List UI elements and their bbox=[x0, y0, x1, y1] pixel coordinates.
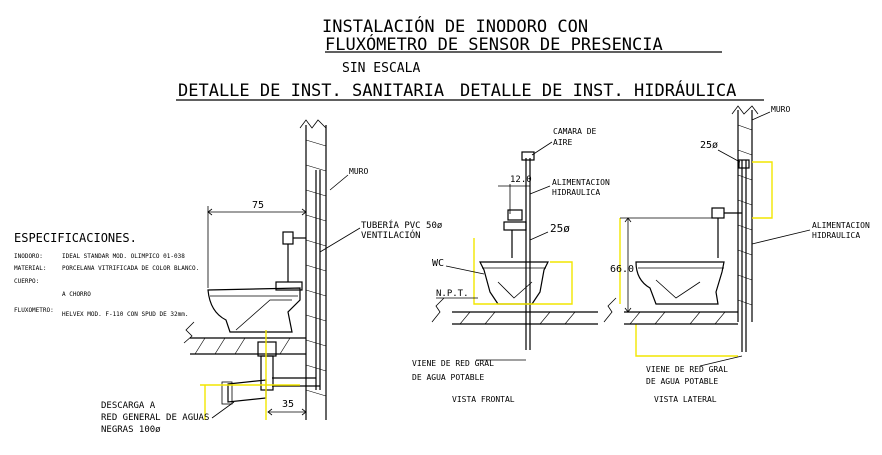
sanitary-detail: 75 35 MURO TUBERÍA PVC 50ø VENTILACIÓN D… bbox=[101, 119, 443, 435]
alim-front-label-2: HIDRAULICA bbox=[552, 188, 600, 197]
muro-lateral-label: MURO bbox=[771, 105, 790, 114]
viene-lateral-label-2: DE AGUA POTABLE bbox=[646, 377, 718, 386]
viene-front-label-2: DE AGUA POTABLE bbox=[412, 373, 484, 382]
ventilation-label: VENTILACIÓN bbox=[361, 229, 421, 241]
caption-lateral: VISTA LATERAL bbox=[654, 395, 717, 404]
pvc-leader bbox=[319, 227, 361, 253]
floor-lateral bbox=[624, 311, 738, 325]
dim-66-label: 66.0 bbox=[610, 264, 634, 275]
yellow-lateral-top bbox=[752, 161, 773, 219]
wc-label: WC bbox=[432, 258, 444, 269]
dim-35-label: 35 bbox=[282, 399, 294, 410]
spec-label: MATERIAL: bbox=[14, 265, 47, 272]
yellow-center-lines bbox=[200, 330, 300, 420]
spec-value: A CHORRO bbox=[62, 291, 91, 298]
title-line2: FLUXÓMETRO DE SENSOR DE PRESENCIA bbox=[325, 33, 663, 55]
muro-leader bbox=[329, 174, 349, 191]
specs-heading: ESPECIFICACIONES. bbox=[14, 231, 137, 245]
spec-value: IDEAL STANDAR MOD. OLIMPICO 01-038 bbox=[62, 253, 185, 260]
camara-label-2: AIRE bbox=[553, 138, 572, 147]
alim-lateral-label-2: HIDRAULICA bbox=[812, 231, 860, 240]
toilet-side-view bbox=[207, 231, 306, 333]
dim-25-front-label: 25ø bbox=[550, 222, 570, 235]
spec-label: FLUXOMETRO: bbox=[14, 307, 54, 314]
floor-front bbox=[431, 297, 617, 325]
wall-section bbox=[299, 119, 327, 420]
camara-label-1: CAMARA DE bbox=[553, 127, 597, 136]
spec-label: CUERPO: bbox=[14, 278, 39, 285]
title-line1: INSTALACIÓN DE INODORO CON bbox=[322, 15, 588, 37]
yellow-outline bbox=[473, 238, 573, 305]
spec-value: PORCELANA VITRIFICADA DE COLOR BLANCO. bbox=[62, 265, 199, 272]
pvc-label: TUBERÍA PVC 50ø bbox=[361, 219, 443, 231]
dim-12-label: 12.0 bbox=[510, 175, 532, 185]
npt-label: N.P.T. bbox=[436, 289, 469, 299]
spec-label: INODORO: bbox=[14, 253, 43, 260]
dimension-75: 75 bbox=[207, 200, 307, 288]
side-view: 66.0 MURO 25ø ALIMENTACION HIDRAULICA VI… bbox=[610, 105, 870, 404]
muro-label: MURO bbox=[349, 167, 368, 176]
descarga-leader bbox=[211, 401, 235, 419]
caption-frontal: VISTA FRONTAL bbox=[452, 395, 515, 404]
descarga-label-1: DESCARGA A bbox=[101, 401, 156, 411]
dim-75-label: 75 bbox=[252, 200, 264, 211]
front-view: CAMARA DE AIRE 12.0 ALIMENTACION HIDRAUL… bbox=[412, 127, 617, 404]
descarga-label-3: NEGRAS 100ø bbox=[101, 425, 161, 435]
header-hidraulica: DETALLE DE INST. HIDRÁULICA bbox=[460, 79, 736, 101]
viene-front-label-1: VIENE DE RED GRAL bbox=[412, 359, 494, 368]
viene-lateral-label-1: VIENE DE RED GRAL bbox=[646, 365, 728, 374]
descarga-label-2: RED GENERAL DE AGUAS bbox=[101, 413, 209, 423]
toilet-lateral bbox=[635, 261, 725, 305]
floor-slab bbox=[183, 321, 306, 355]
scale-note: SIN ESCALA bbox=[342, 61, 420, 76]
header-sanitaria: DETALLE DE INST. SANITARIA bbox=[178, 81, 444, 101]
specs-table: INODORO: IDEAL STANDAR MOD. OLIMPICO 01-… bbox=[14, 253, 199, 318]
dim-25-lateral-label: 25ø bbox=[700, 140, 718, 151]
dimension-35: 35 bbox=[267, 399, 307, 416]
alim-front-label-1: ALIMENTACION bbox=[552, 178, 610, 187]
alim-lateral-label-1: ALIMENTACION bbox=[812, 221, 870, 230]
yellow-lateral-bottom bbox=[635, 324, 738, 357]
spec-value: HELVEX MOD. F-110 CON SPUD DE 32mm. bbox=[62, 311, 188, 318]
